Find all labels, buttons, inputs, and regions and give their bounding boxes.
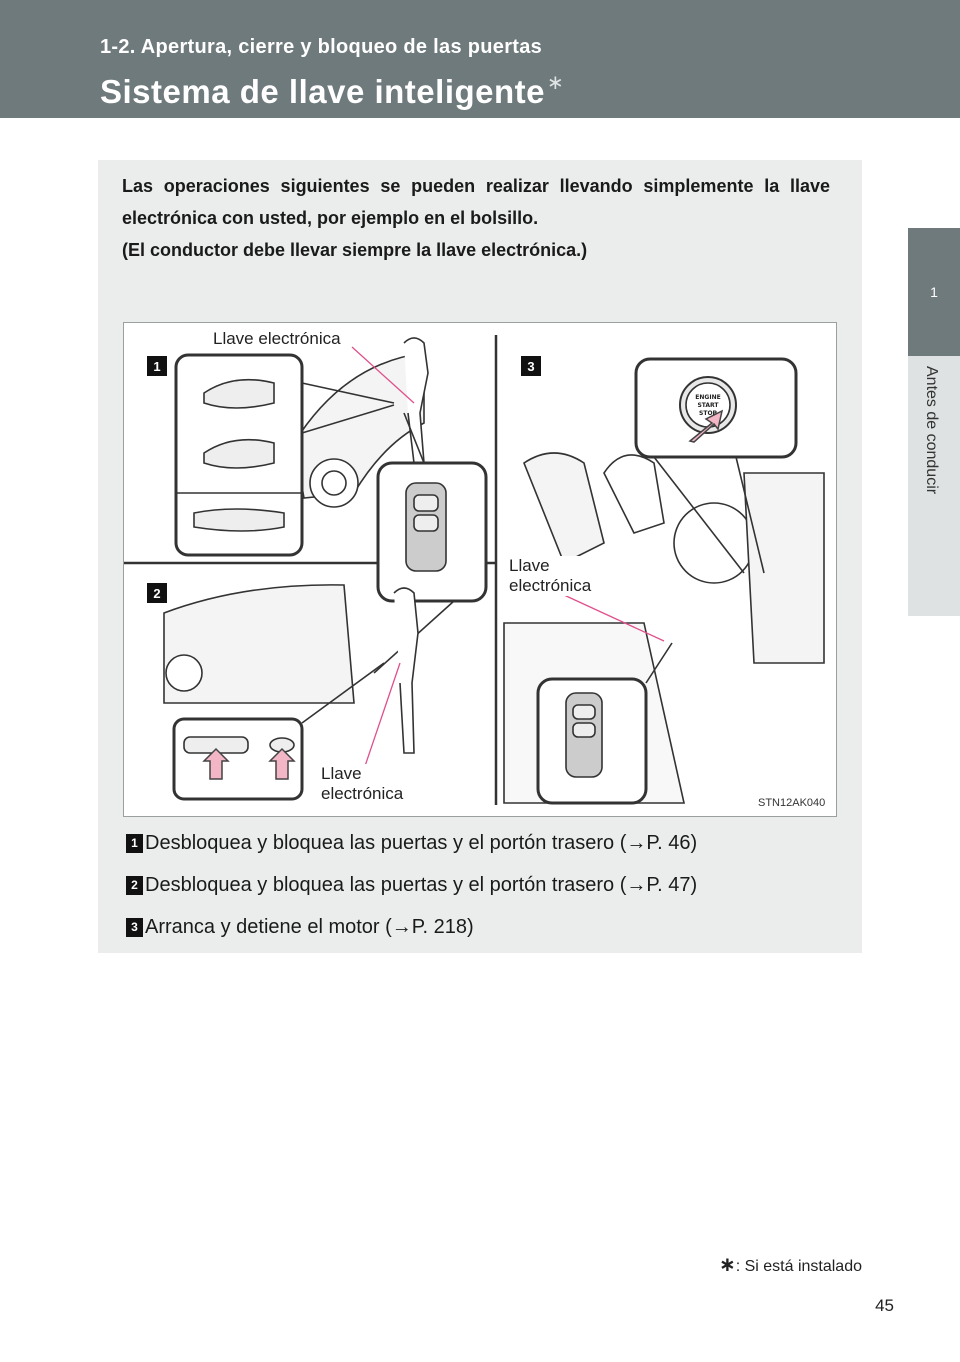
list-item: 1 Desbloquea y bloquea las puertas y el … bbox=[126, 822, 846, 864]
label-right-line-2: electrónica bbox=[509, 576, 592, 595]
leader-lines bbox=[351, 346, 665, 770]
page-title: Sistema de llave inteligente∗ bbox=[100, 70, 564, 111]
scene-badge-2: 2 bbox=[147, 583, 167, 603]
item-text: Desbloquea y bloquea las puertas y el po… bbox=[145, 873, 698, 896]
item-badge: 2 bbox=[126, 875, 143, 895]
up-arrow-icon bbox=[268, 747, 296, 780]
item-text: Arranca y detiene el motor (→P. 218) bbox=[145, 915, 474, 938]
section-title: 1-2. Apertura, cierre y bloqueo de las p… bbox=[100, 36, 543, 58]
press-arrow-icon bbox=[688, 409, 724, 443]
label-bottom-line-2: electrónica bbox=[321, 784, 404, 803]
illustration-drawing: ENGINE START STOP bbox=[124, 335, 825, 805]
item-badge: 1 bbox=[126, 833, 143, 853]
label-right: Llave electrónica bbox=[509, 556, 592, 596]
figure-code: STN12AK040 bbox=[758, 797, 826, 809]
function-list: 1 Desbloquea y bloquea las puertas y el … bbox=[126, 822, 846, 948]
label-bottom-line-1: Llave bbox=[321, 764, 362, 783]
page-title-text: Sistema de llave inteligente bbox=[100, 73, 545, 110]
chapter-label-text: Antes de conducir bbox=[923, 366, 940, 495]
scene-badge-1: 1 bbox=[147, 356, 167, 376]
start-label: START bbox=[697, 402, 719, 409]
chapter-label: Antes de conducir bbox=[908, 356, 960, 616]
footnote-asterisk: ∗ bbox=[718, 1254, 736, 1276]
page-number: 45 bbox=[875, 1296, 894, 1315]
press-arrows bbox=[202, 409, 724, 780]
list-item: 3 Arranca y detiene el motor (→P. 218) bbox=[126, 906, 846, 948]
intro-paragraph: Las operaciones siguientes se pueden rea… bbox=[122, 176, 830, 228]
chapter-tab: 1 bbox=[908, 228, 960, 356]
footnote-text: : Si está instalado bbox=[735, 1258, 862, 1275]
scene-badge-3: 3 bbox=[521, 356, 541, 376]
car-rear-drawing bbox=[163, 584, 419, 754]
footnote-mark: ∗ bbox=[547, 72, 565, 94]
footnote: ∗: Si está instalado bbox=[719, 1252, 862, 1277]
item-badge: 3 bbox=[126, 917, 143, 937]
car-side-drawing bbox=[293, 337, 429, 508]
illustration: ENGINE START STOP 1 2 3 Llave electrónic… bbox=[123, 322, 837, 817]
list-item: 2 Desbloquea y bloquea las puertas y el … bbox=[126, 864, 846, 906]
label-right-line-1: Llave bbox=[509, 556, 550, 575]
intro-text: Las operaciones siguientes se pueden rea… bbox=[122, 170, 830, 266]
intro-note: (El conductor debe llevar siempre la lla… bbox=[122, 240, 588, 260]
label-top: Llave electrónica bbox=[213, 329, 341, 349]
up-arrow-icon bbox=[202, 747, 230, 780]
item-text: Desbloquea y bloquea las puertas y el po… bbox=[145, 831, 698, 854]
stop-label: STOP bbox=[699, 410, 718, 417]
label-bottom: Llave electrónica bbox=[321, 764, 404, 804]
engine-label: ENGINE bbox=[695, 394, 720, 401]
page-header: 1-2. Apertura, cierre y bloqueo de las p… bbox=[0, 0, 960, 118]
